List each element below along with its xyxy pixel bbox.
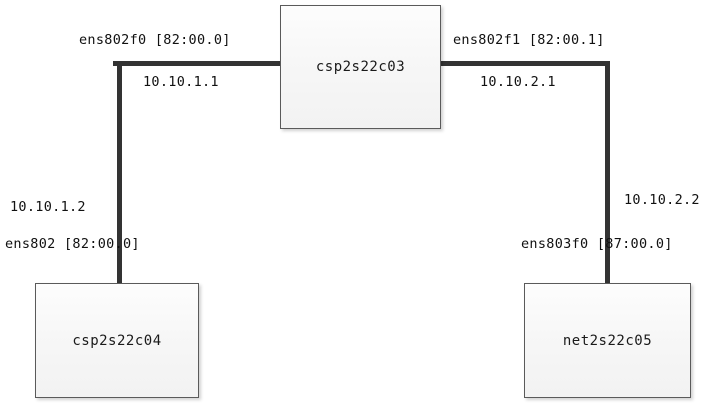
node-label-center: csp2s22c03 <box>315 59 406 75</box>
link-left-vertical-segment <box>117 61 122 287</box>
node-csp2s22c03[interactable]: csp2s22c03 <box>280 5 441 129</box>
link-right-vertical-segment <box>605 61 610 287</box>
link-right-source-interface-label: ens802f1 [82:00.1] <box>453 32 605 48</box>
link-left-target-ip-label: 10.10.1.2 <box>10 199 86 215</box>
link-right-source-ip-label: 10.10.2.1 <box>480 74 556 90</box>
link-left-horizontal-segment <box>113 61 283 66</box>
link-right-target-ip-label: 10.10.2.2 <box>624 192 700 208</box>
link-left-source-interface-label: ens802f0 [82:00.0] <box>79 32 231 48</box>
link-left-target-interface-label: ens802 [82:00.0] <box>5 236 140 252</box>
node-net2s22c05[interactable]: net2s22c05 <box>524 283 691 398</box>
node-label-right: net2s22c05 <box>562 332 653 349</box>
link-right-target-interface-label: ens803f0 [87:00.0] <box>521 236 673 252</box>
link-left-source-ip-label: 10.10.1.1 <box>143 74 219 90</box>
link-right-horizontal-segment <box>438 61 610 66</box>
node-csp2s22c04[interactable]: csp2s22c04 <box>35 283 199 398</box>
node-label-left: csp2s22c04 <box>72 332 162 349</box>
